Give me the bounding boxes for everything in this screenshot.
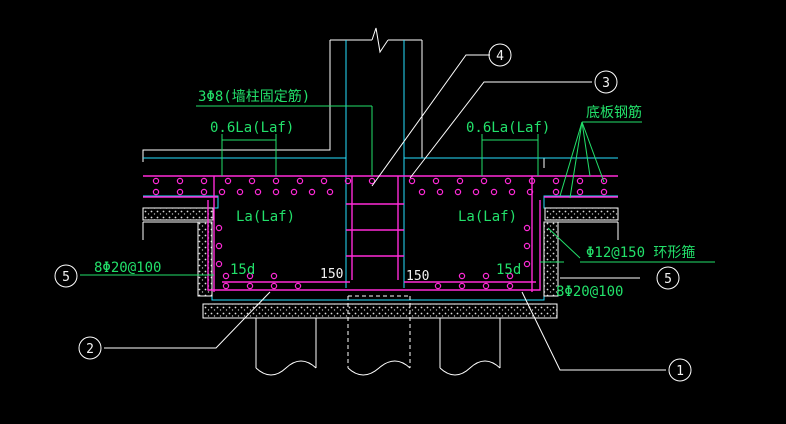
- rebar-dot: [320, 177, 328, 185]
- anchor-right-label: 0.6La(Laf): [466, 120, 550, 136]
- rebar-dot: [176, 177, 184, 185]
- rebar-dot: [344, 177, 352, 185]
- rebar-dot: [480, 177, 488, 185]
- rebar-dot: [246, 282, 254, 290]
- pile-right: [439, 318, 501, 376]
- slab-bars-label: 底板钢筋: [586, 104, 642, 121]
- rebar-dot: [218, 188, 226, 196]
- rebar-dot: [576, 177, 584, 185]
- callout-2: 2: [78, 336, 102, 360]
- callout-4: 4: [488, 43, 512, 67]
- rebar-dot: [504, 177, 512, 185]
- rebar-dot: [523, 242, 531, 250]
- rebar-dot: [576, 188, 584, 196]
- rebar-dot: [254, 188, 262, 196]
- rebar-dot: [152, 177, 160, 185]
- leaders: [104, 54, 666, 371]
- rebar-dot: [248, 177, 256, 185]
- svg-text:3: 3: [602, 76, 610, 91]
- hook-right-label: 15d: [496, 262, 521, 278]
- la-right-label: La(Laf): [458, 209, 517, 225]
- rebar-dot: [408, 177, 416, 185]
- break-line-icon: [371, 27, 389, 54]
- anchor-left-label: 0.6La(Laf): [210, 120, 294, 136]
- rebar-dot: [458, 272, 466, 280]
- rebar-dot: [600, 177, 608, 185]
- bottom-bar-u: [207, 200, 541, 291]
- svg-text:4: 4: [496, 49, 504, 64]
- wall-column-bars-label: 3Φ8(墙柱固定筋): [198, 88, 310, 105]
- rebar-dot: [215, 242, 223, 250]
- rebar-dot: [200, 188, 208, 196]
- rebar-dots: [152, 177, 608, 290]
- rebar-dot: [458, 282, 466, 290]
- rebar-dot: [523, 260, 531, 268]
- callout-3: 3: [594, 70, 618, 94]
- la-left-label: La(Laf): [236, 209, 295, 225]
- rebar-dot: [222, 282, 230, 290]
- rebar-dot: [215, 260, 223, 268]
- rebar-dot: [222, 272, 230, 280]
- dim-right-label: 150: [406, 269, 429, 284]
- pile-center: [347, 295, 411, 376]
- rebar-dot: [326, 188, 334, 196]
- rebar-dot: [528, 177, 536, 185]
- wall-column: [142, 27, 545, 168]
- rebar-dot: [236, 188, 244, 196]
- rebar-dot: [523, 224, 531, 232]
- cushion-layers: [142, 207, 619, 319]
- rebar-dot: [272, 177, 280, 185]
- rebar-dot: [506, 272, 514, 280]
- rebar-dot: [224, 177, 232, 185]
- rebar-dot: [215, 224, 223, 232]
- rebar-dot: [508, 188, 516, 196]
- rebar-dot: [176, 188, 184, 196]
- callout-5-left: 5: [54, 264, 78, 288]
- callout-5-right: 5: [656, 266, 680, 290]
- dim-left-label: 150: [320, 267, 343, 282]
- rebar-dot: [294, 282, 302, 290]
- rebar-dot: [270, 272, 278, 280]
- piles: [255, 295, 501, 376]
- rebar-dot: [490, 188, 498, 196]
- ring-stirrup-label: Φ12@150 环形箍: [586, 244, 695, 261]
- bottom-bars-right-label: 8Φ20@100: [556, 284, 623, 300]
- pile-left: [255, 318, 317, 376]
- rebar-dot: [482, 272, 490, 280]
- rebar-dot: [296, 177, 304, 185]
- rebar-dot: [152, 188, 160, 196]
- rebar-dot: [434, 282, 442, 290]
- annotation-lines: [80, 105, 715, 279]
- rebar-dot: [472, 188, 480, 196]
- rebar-dot: [436, 188, 444, 196]
- rebar: [143, 175, 618, 292]
- rebar-dot: [200, 177, 208, 185]
- callout-1: 1: [668, 358, 692, 382]
- bottom-bars-left-label: 8Φ20@100: [94, 260, 161, 276]
- rebar-dot: [368, 177, 376, 185]
- rebar-dot: [272, 188, 280, 196]
- hook-left-label: 15d: [230, 262, 255, 278]
- rebar-dot: [246, 272, 254, 280]
- rebar-dot: [552, 188, 560, 196]
- rebar-dot: [482, 282, 490, 290]
- rebar-dot: [456, 177, 464, 185]
- rebar-dot: [454, 188, 462, 196]
- rebar-dot: [270, 282, 278, 290]
- rebar-dot: [418, 188, 426, 196]
- rebar-dot: [600, 188, 608, 196]
- rebar-dot: [506, 282, 514, 290]
- rebar-dot: [552, 177, 560, 185]
- rebar-dot: [308, 188, 316, 196]
- rebar-dot: [432, 177, 440, 185]
- svg-text:5: 5: [664, 272, 672, 287]
- svg-text:1: 1: [676, 364, 684, 379]
- svg-text:2: 2: [86, 342, 94, 357]
- svg-text:5: 5: [62, 270, 70, 285]
- rebar-dot: [526, 188, 534, 196]
- rebar-dot: [290, 188, 298, 196]
